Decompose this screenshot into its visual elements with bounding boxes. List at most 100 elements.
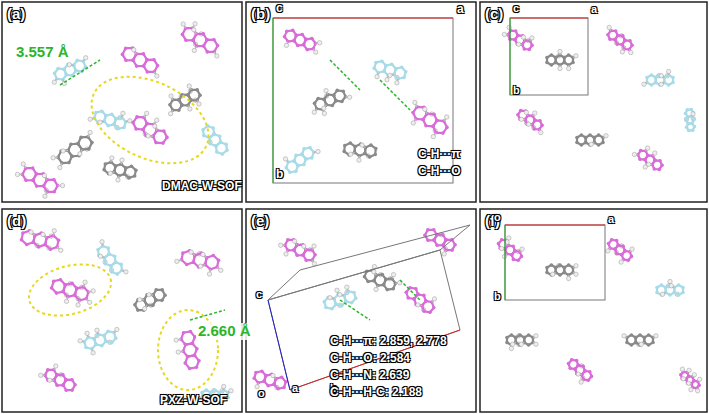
atom [623,249,627,253]
atom [651,341,655,345]
h-atom [692,373,696,377]
distance-label: 2.660 Å [196,323,253,340]
atom [630,255,634,259]
h-atom [539,130,543,134]
atom [424,124,428,128]
atom [42,184,46,188]
atom [686,115,690,119]
atom [114,117,118,121]
h-atom [120,158,124,162]
atom [511,244,515,248]
h-atom [108,171,112,175]
atom [142,64,146,68]
atom [330,307,334,311]
atom [195,88,199,92]
atom [563,61,567,65]
atom [198,93,202,97]
atom [584,141,588,145]
h-atom [121,111,125,115]
atom [292,39,296,43]
atom [445,126,449,130]
atom [617,244,621,248]
atom [295,33,299,37]
atom [79,136,83,140]
h-atom [566,276,570,280]
axis-b [510,18,511,95]
atom [264,374,268,378]
molecule [567,358,594,384]
atom [692,379,696,383]
atom [52,280,56,284]
atom [627,259,631,263]
ring-bond [33,233,46,247]
highlight-ellipse [78,59,223,180]
atom [613,38,617,42]
h-atom [95,328,99,332]
h-atom [138,298,142,302]
atom [643,158,647,162]
h-atom [197,102,201,106]
atom [260,369,264,373]
h-atom [284,252,288,256]
atom [623,39,627,43]
atom [296,44,300,48]
ring-bond [304,39,316,50]
atom [282,386,286,390]
atom [106,124,110,128]
atom [65,73,69,77]
molecule [50,278,96,307]
panel-frame [2,2,242,202]
ring-bond [44,180,58,192]
atom [441,233,445,237]
ring-bond [84,337,96,349]
atom [94,343,98,347]
atom [219,140,223,144]
atom [52,178,56,182]
ring-bond [63,283,77,296]
atom [381,273,385,277]
atom [613,247,617,251]
h-atom [646,162,650,166]
atom [647,343,651,347]
atom [394,67,398,71]
h-atom [338,292,342,296]
atom [597,133,601,137]
unit-cell [505,225,605,300]
atom [262,380,266,384]
molecule [545,49,578,70]
atom [119,263,123,267]
atom [324,306,328,310]
atom [272,383,276,387]
atom [131,121,135,125]
atom [31,178,35,182]
h-atom [78,152,82,156]
atom [313,253,317,257]
atom [145,58,149,62]
h-atom [519,342,523,346]
atom [291,29,295,33]
ring-bond [254,371,266,383]
atom [110,341,114,345]
atom [514,29,518,33]
atom [411,111,415,115]
ring-bond [315,99,327,110]
h-atom [347,95,351,99]
molecule [502,25,534,51]
atom [690,108,694,112]
atom [616,34,620,38]
molecule [38,364,76,392]
atom [310,156,314,160]
atom [368,155,372,159]
h-atom [43,194,47,198]
atom [302,147,306,151]
h-atom [91,289,95,293]
h-atom [192,48,196,52]
panel-label: (c) [485,6,503,23]
panel-frame [480,2,707,202]
atom [677,283,681,287]
atom [205,38,209,42]
molecule [679,367,702,393]
atom [533,127,537,131]
atom [202,44,206,48]
h-atom [534,342,538,346]
